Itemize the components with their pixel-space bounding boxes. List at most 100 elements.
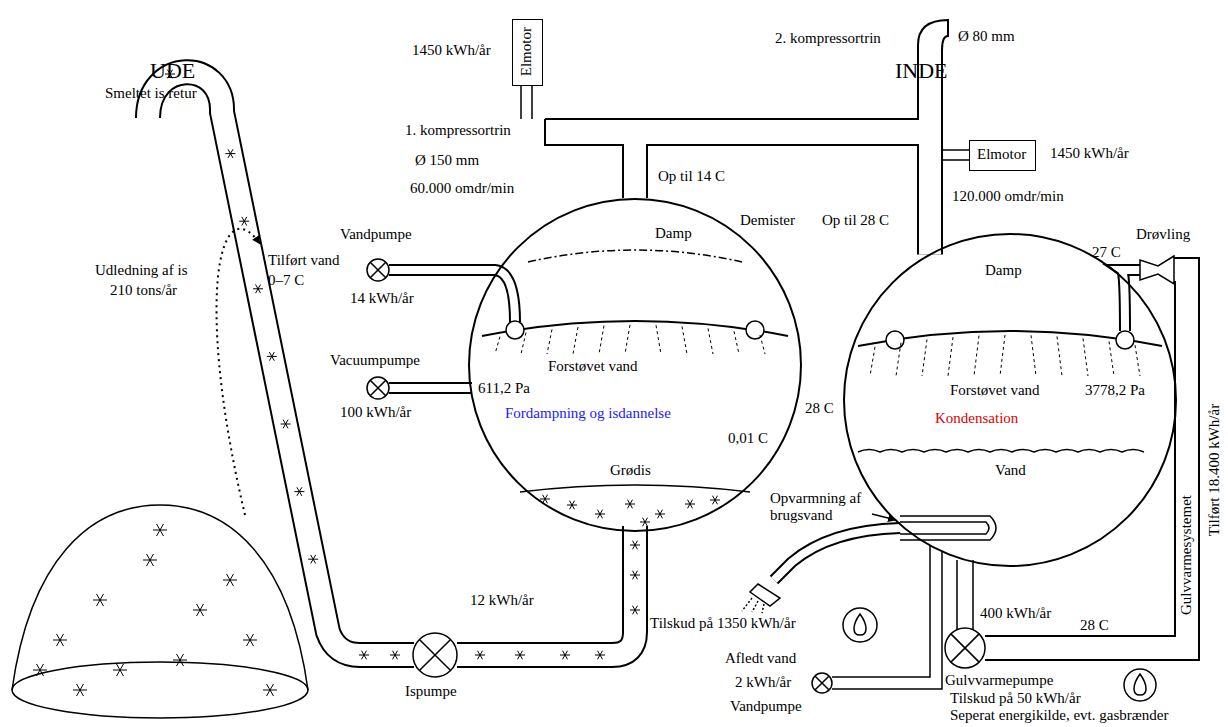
- sphere-outline: [468, 198, 802, 532]
- ice-star: [173, 654, 187, 666]
- ice-star: [281, 420, 291, 429]
- star-stroke: [147, 554, 154, 566]
- star-stroke: [633, 571, 638, 580]
- suction-pipe: [957, 560, 973, 631]
- pump-symbol: [367, 259, 389, 281]
- annotation-label: Seperat energikilde, evt. gasbrænder: [950, 707, 1168, 724]
- ice-star: [165, 70, 175, 79]
- annotation-label: Opvarmning af brugsvand: [770, 490, 870, 525]
- pipe-bore: [635, 132, 930, 255]
- flame: [1134, 674, 1146, 695]
- throttle-pipe: [1122, 270, 1140, 331]
- ice-tube-bore: [148, 72, 414, 655]
- star-stroke: [478, 651, 483, 660]
- spray-line: [896, 343, 901, 376]
- ice-star: [560, 651, 570, 660]
- nozzle: [886, 331, 904, 349]
- star-stroke: [247, 634, 254, 646]
- vessel-text: Fordampning og isdannelse: [505, 405, 671, 422]
- water-surface: [858, 450, 1144, 453]
- annotation-label: Tilskud på 50 kWh/år: [950, 690, 1081, 707]
- star-stroke: [633, 606, 638, 615]
- star-stroke: [247, 634, 254, 646]
- ice-star: [143, 554, 157, 566]
- pipes: [389, 270, 1187, 689]
- tube-outline: [545, 20, 948, 145]
- vertical-label: Gulvvarmesystemet: [1178, 493, 1195, 617]
- annotation-label: Tilført vand: [268, 252, 340, 269]
- vessel-sphere: DampForstøvet vand3778,2 PaKondensationV…: [843, 233, 1177, 567]
- star-stroke: [362, 651, 367, 660]
- annotation-label: 400 kWh/år: [980, 605, 1051, 622]
- shower-pipe: [774, 528, 900, 580]
- star-stroke: [269, 352, 274, 361]
- pump-symbol: [413, 633, 457, 677]
- floor-heating-pipe: [985, 270, 1187, 648]
- ice-star: [267, 352, 277, 361]
- star-stroke: [598, 651, 603, 660]
- throttle-valve: [1140, 256, 1174, 284]
- pump-body: [945, 628, 985, 668]
- annotation-label: Op til 14 C: [658, 168, 725, 185]
- ice-star: [655, 510, 665, 519]
- star-stroke: [570, 501, 575, 510]
- generated-strokes: [33, 70, 1144, 696]
- spray-line: [495, 337, 500, 354]
- ice-star: [630, 606, 640, 615]
- vessel-text: Kondensation: [935, 410, 1018, 427]
- pump-body: [367, 377, 389, 399]
- ice-star: [685, 500, 695, 509]
- spray-line: [521, 333, 526, 354]
- star-stroke: [713, 496, 718, 505]
- vessel-text: Damp: [985, 262, 1022, 279]
- annotation-label: Ø 80 mm: [958, 28, 1015, 45]
- ice-star: [153, 524, 167, 536]
- star-stroke: [297, 487, 302, 496]
- motor-box: Elmotor: [512, 19, 543, 86]
- star-stroke: [227, 574, 234, 586]
- spray-line: [974, 336, 979, 376]
- ice-star: [515, 651, 525, 660]
- compressor-tube: [545, 20, 948, 145]
- vessel-sphere: DampForstøvet vand611,2 PaFordampning og…: [468, 198, 802, 532]
- shower-pipe-bore: [774, 528, 900, 580]
- shower-head: [750, 584, 780, 606]
- spray-line: [734, 331, 739, 354]
- star-stroke: [311, 555, 316, 564]
- vacuum-pipe-bore: [389, 384, 472, 392]
- throttle-pipe-bore: [1122, 270, 1140, 331]
- annotation-label: Ispumpe: [405, 683, 457, 700]
- spray-line: [1083, 338, 1088, 376]
- annotation-label: Udledning af is: [95, 262, 187, 279]
- spray-line: [922, 339, 927, 376]
- star-stroke: [177, 654, 184, 666]
- vertical-label: Tilført 18.400 kWh/år: [1206, 402, 1223, 538]
- annotation-label: Afledt vand: [725, 650, 796, 667]
- star-stroke: [393, 651, 398, 660]
- annotation-label: Drøvling: [1136, 226, 1190, 243]
- ice-star: [359, 651, 369, 660]
- pump-cross: [815, 676, 829, 690]
- pump-body: [367, 259, 389, 281]
- vessel-text: 0,01 C: [728, 430, 768, 447]
- ice-tube-wall: [457, 526, 635, 655]
- star-stroke: [77, 684, 84, 696]
- annotation-label: 2. kompressortrin: [775, 30, 881, 47]
- annotation-label: 28 C: [1080, 617, 1109, 634]
- star-stroke: [633, 606, 638, 615]
- star-stroke: [242, 217, 247, 226]
- star-stroke: [628, 500, 633, 509]
- ice-star: [239, 217, 249, 226]
- sphere-outline: [843, 233, 1177, 567]
- ice-tube-bore: [457, 526, 635, 655]
- star-stroke: [543, 495, 548, 504]
- annotation-label: 210 tons/år: [110, 282, 177, 299]
- pump-cross: [370, 380, 386, 396]
- star-stroke: [688, 500, 693, 509]
- annotation-label: 100 kWh/år: [340, 404, 411, 421]
- spray-line: [948, 337, 953, 376]
- ice-star: [595, 651, 605, 660]
- star-stroke: [563, 651, 568, 660]
- pump-symbol: [812, 673, 832, 693]
